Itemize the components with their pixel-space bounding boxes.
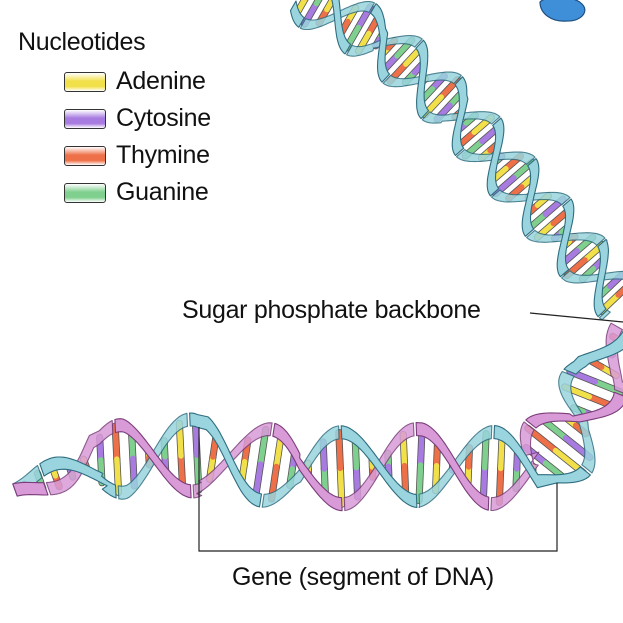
gene-label: Gene (segment of DNA) (232, 563, 494, 591)
legend-item-cytosine: Cytosine (18, 100, 211, 137)
thymine-swatch (64, 145, 106, 166)
legend-label: Cytosine (116, 104, 211, 132)
cytosine-swatch (64, 108, 106, 129)
legend-label: Adenine (116, 67, 206, 95)
guanine-swatch (64, 182, 106, 203)
legend-item-guanine: Guanine (18, 174, 211, 211)
adenine-swatch (64, 71, 106, 92)
gene-bracket (198, 427, 558, 552)
legend-title: Nucleotides (18, 28, 146, 56)
legend-item-adenine: Adenine (18, 63, 211, 100)
nucleotide-legend: Nucleotides Adenine Cytosine Thymine Gua… (18, 28, 211, 211)
legend-item-thymine: Thymine (18, 137, 211, 174)
legend-label: Guanine (116, 178, 209, 206)
cell-blob-icon (539, 0, 586, 22)
backbone-pointer-line (529, 312, 623, 323)
backbone-label: Sugar phosphate backbone (182, 296, 481, 324)
legend-label: Thymine (116, 141, 210, 169)
helix-upper (289, 0, 623, 321)
helix-lower (12, 322, 623, 512)
